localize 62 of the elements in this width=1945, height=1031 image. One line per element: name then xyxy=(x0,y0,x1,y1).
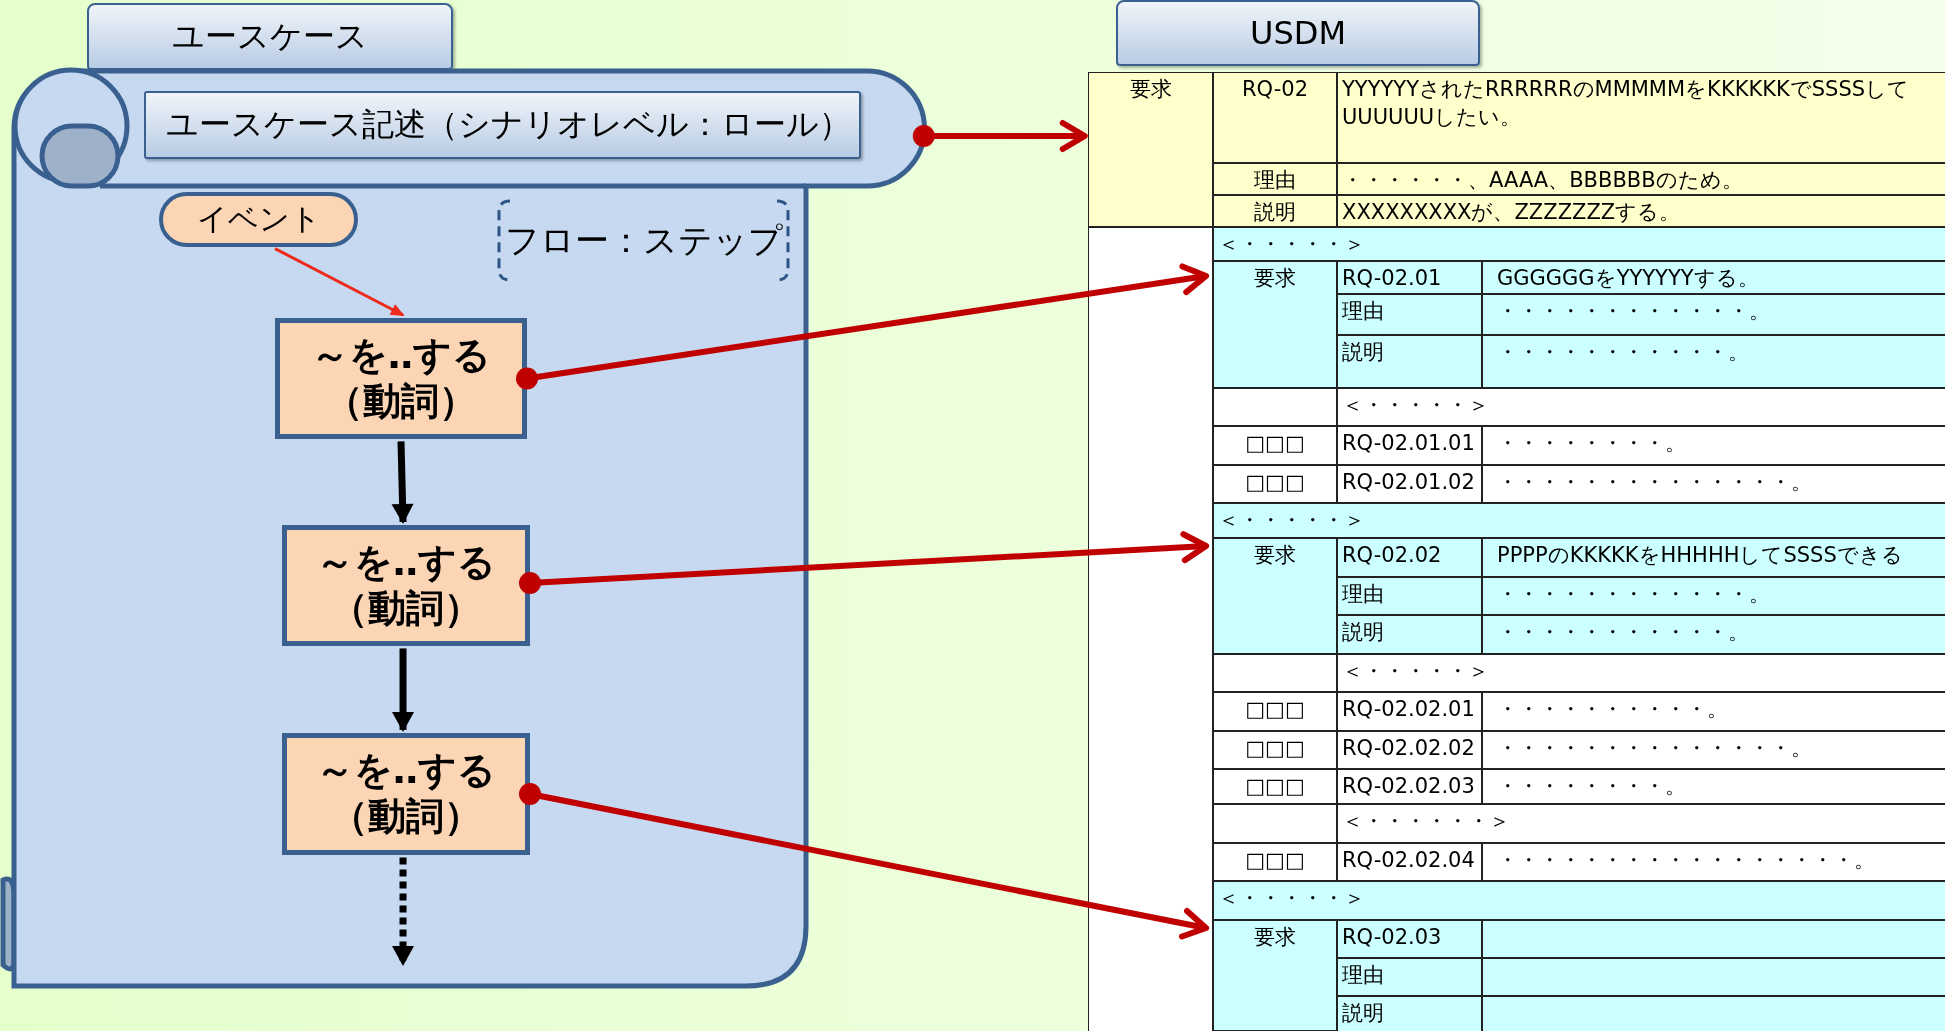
table-cell: RQ-02.02.04 xyxy=(1337,843,1482,881)
table-cell: ・・・・・・、AAAA、BBBBBBのため。 xyxy=(1337,163,1945,195)
table-cell: ・・・・・・・・・・。 xyxy=(1482,692,1945,731)
table-cell: 説明 xyxy=(1337,335,1482,388)
table-cell: 理由 xyxy=(1337,577,1482,615)
arrow xyxy=(274,247,405,317)
table-cell: ・・・・・・・・。 xyxy=(1482,769,1945,804)
table-cell: ＜・・・・・・＞ xyxy=(1337,804,1945,843)
table-cell: □□□ xyxy=(1213,426,1337,465)
table-cell: ・・・・・・・・・・・。 xyxy=(1482,335,1945,388)
table-cell: ・・・・・・・・・・・。 xyxy=(1482,615,1945,654)
table-cell: 要求 xyxy=(1213,538,1337,654)
table-cell: ・・・・・・・・・・・・・・。 xyxy=(1482,731,1945,769)
table-cell: PPPPのKKKKKをHHHHHしてSSSSできる xyxy=(1482,538,1945,577)
table-cell: □□□ xyxy=(1213,692,1337,731)
table-cell: ＜・・・・・＞ xyxy=(1337,654,1945,692)
table-cell: YYYYYYされたRRRRRRのMMMMMをKKKKKKでSSSSしてUUUUUUしたい。 xyxy=(1337,72,1945,163)
table-cell: ・・・・・・・・。 xyxy=(1482,426,1945,465)
step-box: ～を‥する （動詞） xyxy=(282,525,530,646)
table-cell: GGGGGGをYYYYYYする。 xyxy=(1482,261,1945,294)
table-cell: ・・・・・・・・・・・・。 xyxy=(1482,294,1945,335)
table-cell: 要求 xyxy=(1213,261,1337,388)
tab-label: USDM xyxy=(1116,0,1480,66)
table-cell: ・・・・・・・・・・・・。 xyxy=(1482,577,1945,615)
tab-label: ユースケース xyxy=(87,3,453,70)
title-box: ユースケース記述（シナリオレベル：ロール） xyxy=(144,91,861,159)
table-cell: RQ-02.02.01 xyxy=(1337,692,1482,731)
table-cell: 理由 xyxy=(1337,958,1482,996)
table-cell: XXXXXXXXXが、ZZZZZZZする。 xyxy=(1337,195,1945,227)
table-cell: 説明 xyxy=(1337,996,1482,1031)
table-cell: 理由 xyxy=(1337,294,1482,335)
step-box: ～を‥する （動詞） xyxy=(282,733,530,855)
table-cell: 説明 xyxy=(1337,615,1482,654)
table-cell: 理由 xyxy=(1213,163,1337,195)
table-cell: ・・・・・・・・・・・・・・。 xyxy=(1482,465,1945,503)
table-cell: RQ-02 xyxy=(1213,72,1337,163)
table-cell: RQ-02.03 xyxy=(1337,920,1482,958)
table-cell: RQ-02.01 xyxy=(1337,261,1482,294)
table-cell: RQ-02.02.03 xyxy=(1337,769,1482,804)
event-pill: イベント xyxy=(159,192,358,247)
table-cell: ＜・・・・・＞ xyxy=(1337,388,1945,426)
arrow xyxy=(912,120,1088,152)
table-cell: □□□ xyxy=(1213,465,1337,503)
table-cell: ＜・・・・・＞ xyxy=(1213,503,1945,538)
table-cell: □□□ xyxy=(1213,731,1337,769)
table-cell: 要求 xyxy=(1088,72,1213,227)
table-cell: ＜・・・・・＞ xyxy=(1213,881,1945,920)
table-cell: 要求 xyxy=(1213,920,1337,1031)
table-cell: □□□ xyxy=(1213,769,1337,804)
table-cell: ・・・・・・・・・・・・・・・・・。 xyxy=(1482,843,1945,881)
table-cell: ＜・・・・・＞ xyxy=(1213,227,1945,261)
table-cell: RQ-02.01.02 xyxy=(1337,465,1482,503)
table-cell: RQ-02.02.02 xyxy=(1337,731,1482,769)
arrow xyxy=(519,531,1210,595)
table-cell: RQ-02.01.01 xyxy=(1337,426,1482,465)
bracket-label: フロー：ステップ xyxy=(496,198,791,283)
arrow xyxy=(519,783,1210,940)
table-cell: RQ-02.02 xyxy=(1337,538,1482,577)
table-cell: 説明 xyxy=(1213,195,1337,227)
table-cell: □□□ xyxy=(1213,843,1337,881)
step-box: ～を‥する （動詞） xyxy=(275,318,527,439)
arrow xyxy=(516,263,1210,390)
